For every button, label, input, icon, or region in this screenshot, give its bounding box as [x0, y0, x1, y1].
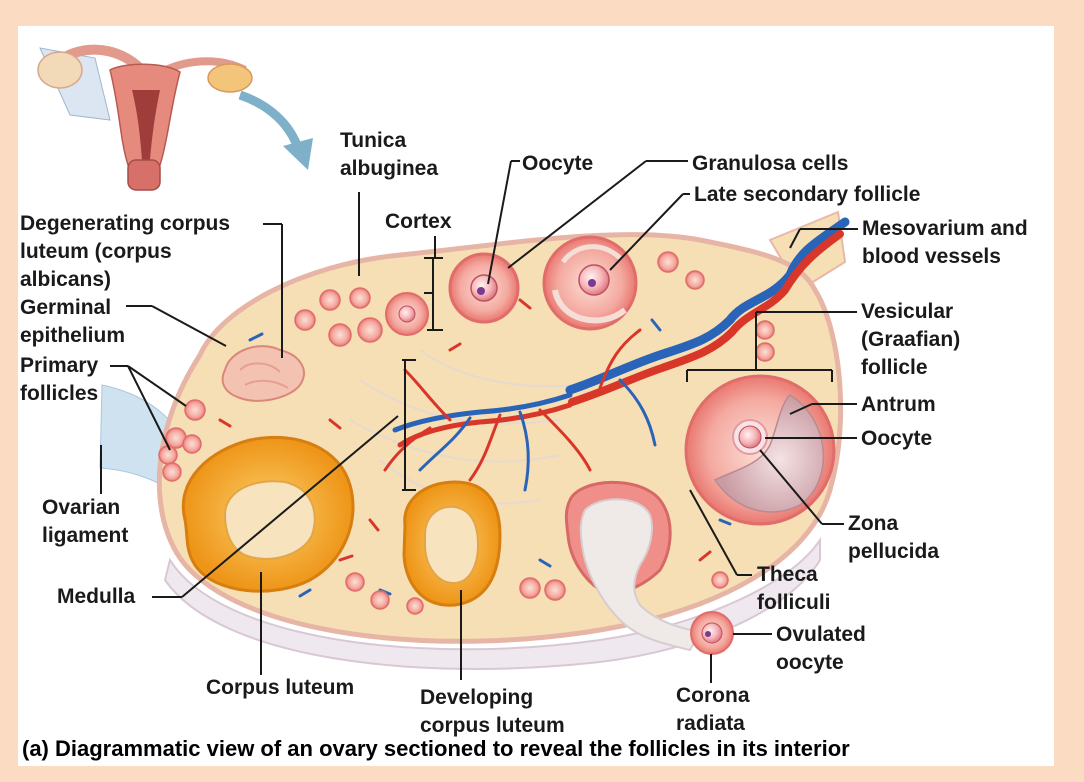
uterus-inset — [38, 48, 252, 190]
label-vesicular-follicle: Vesicular(Graafian)follicle — [861, 298, 960, 382]
label-cortex: Cortex — [385, 208, 452, 236]
label-oocyte-right: Oocyte — [861, 425, 932, 453]
label-medulla: Medulla — [57, 583, 135, 611]
ovulated-oocyte-shape — [691, 612, 733, 654]
zoom-arrow — [240, 95, 298, 148]
label-granulosa-cells: Granulosa cells — [692, 150, 848, 178]
corpus-luteum-shape — [183, 437, 353, 591]
figure-caption: (a) Diagrammatic view of an ovary sectio… — [22, 735, 850, 763]
growing-follicle — [450, 254, 518, 322]
developing-corpus-luteum-shape — [404, 482, 500, 605]
late-secondary-follicle — [544, 237, 636, 329]
label-late-secondary-follicle: Late secondary follicle — [694, 181, 920, 209]
zoom-arrow-head — [283, 138, 313, 170]
secondary-follicle — [386, 293, 428, 335]
corpus-albicans — [223, 346, 304, 401]
label-corpus-luteum: Corpus luteum — [206, 674, 354, 702]
label-antrum: Antrum — [861, 391, 936, 419]
label-oocyte-top: Oocyte — [522, 150, 593, 178]
